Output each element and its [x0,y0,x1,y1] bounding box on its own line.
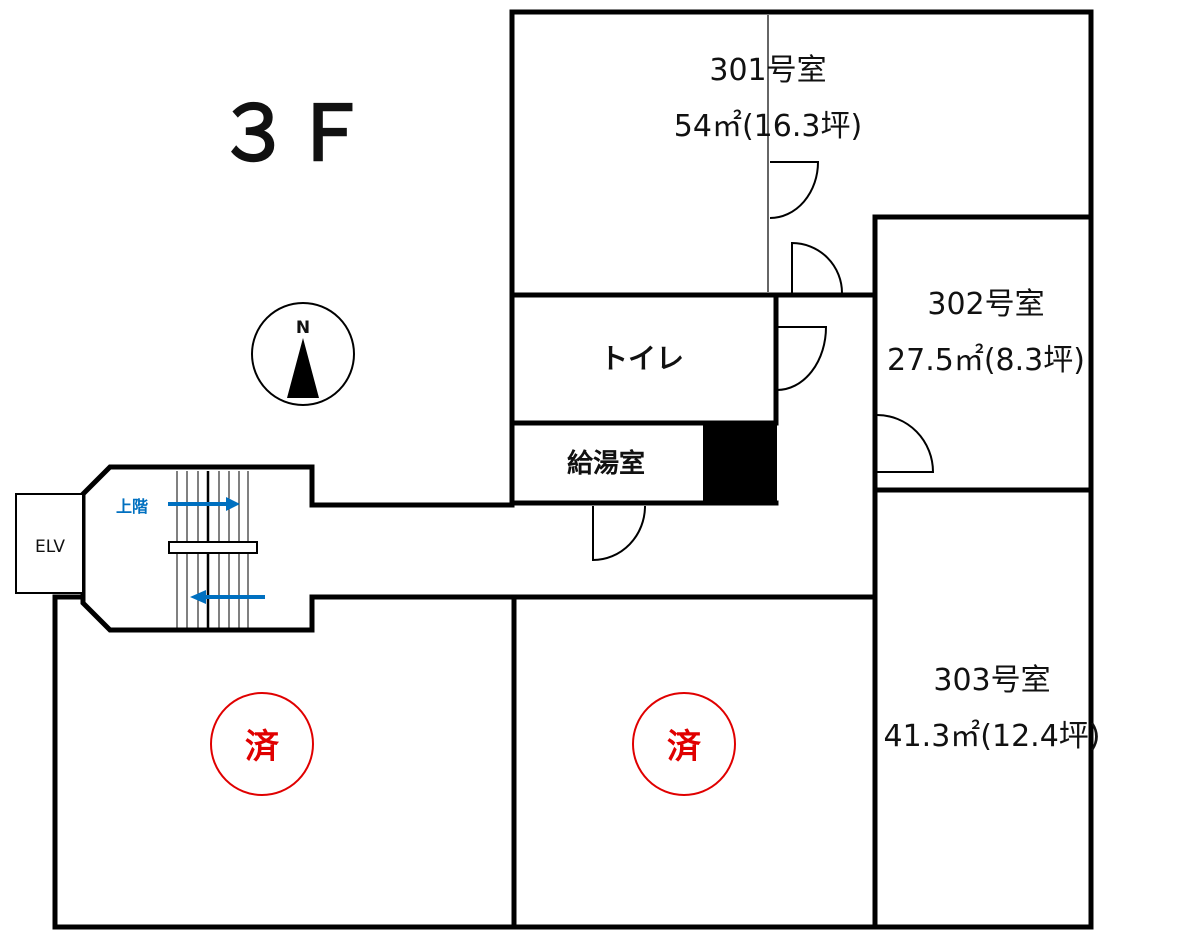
room-303-name: 303号室 [933,663,1050,698]
occupied-mark: 済 [667,727,702,767]
room-302-name: 302号室 [927,287,1044,322]
stair-landing [168,541,258,554]
door-icon [791,241,843,294]
occupied-stamp-right: 済 [632,692,736,796]
room-303: 303号室 41.3㎡(12.4坪) [883,663,1100,754]
room-301-name: 301号室 [709,53,826,88]
floor-label: ３Ｆ [216,89,368,178]
occupied-stamp-left: 済 [210,692,314,796]
door-icon [876,414,935,473]
occupied-mark: 済 [245,727,280,767]
kitchenette: 給湯室 [509,425,779,562]
arrow-right-icon [168,497,240,511]
door-icon [592,505,646,562]
corridor [52,502,1094,930]
arrow-left-icon [190,590,265,604]
door-icon [769,161,820,219]
compass-label: N [296,318,310,338]
stairs-label: 上階 [116,497,148,516]
kitchenette-label: 給湯室 [567,448,645,479]
compass-icon: N [251,302,355,406]
toilet-label: トイレ [600,342,684,375]
stair-hall: 上階 [80,464,315,633]
room-301: 301号室 54㎡(16.3坪) [509,9,1094,930]
door-icon [776,326,828,391]
room-301-area: 54㎡(16.3坪) [674,109,862,144]
shaft [703,425,777,505]
room-302-area: 27.5㎡(8.3坪) [887,343,1085,378]
toilet: トイレ [509,294,828,426]
room-303-area: 41.3㎡(12.4坪) [883,719,1100,754]
elevator: ELV [15,493,84,594]
room-302: 302号室 27.5㎡(8.3坪) [872,214,1094,930]
elevator-label: ELV [35,537,65,557]
